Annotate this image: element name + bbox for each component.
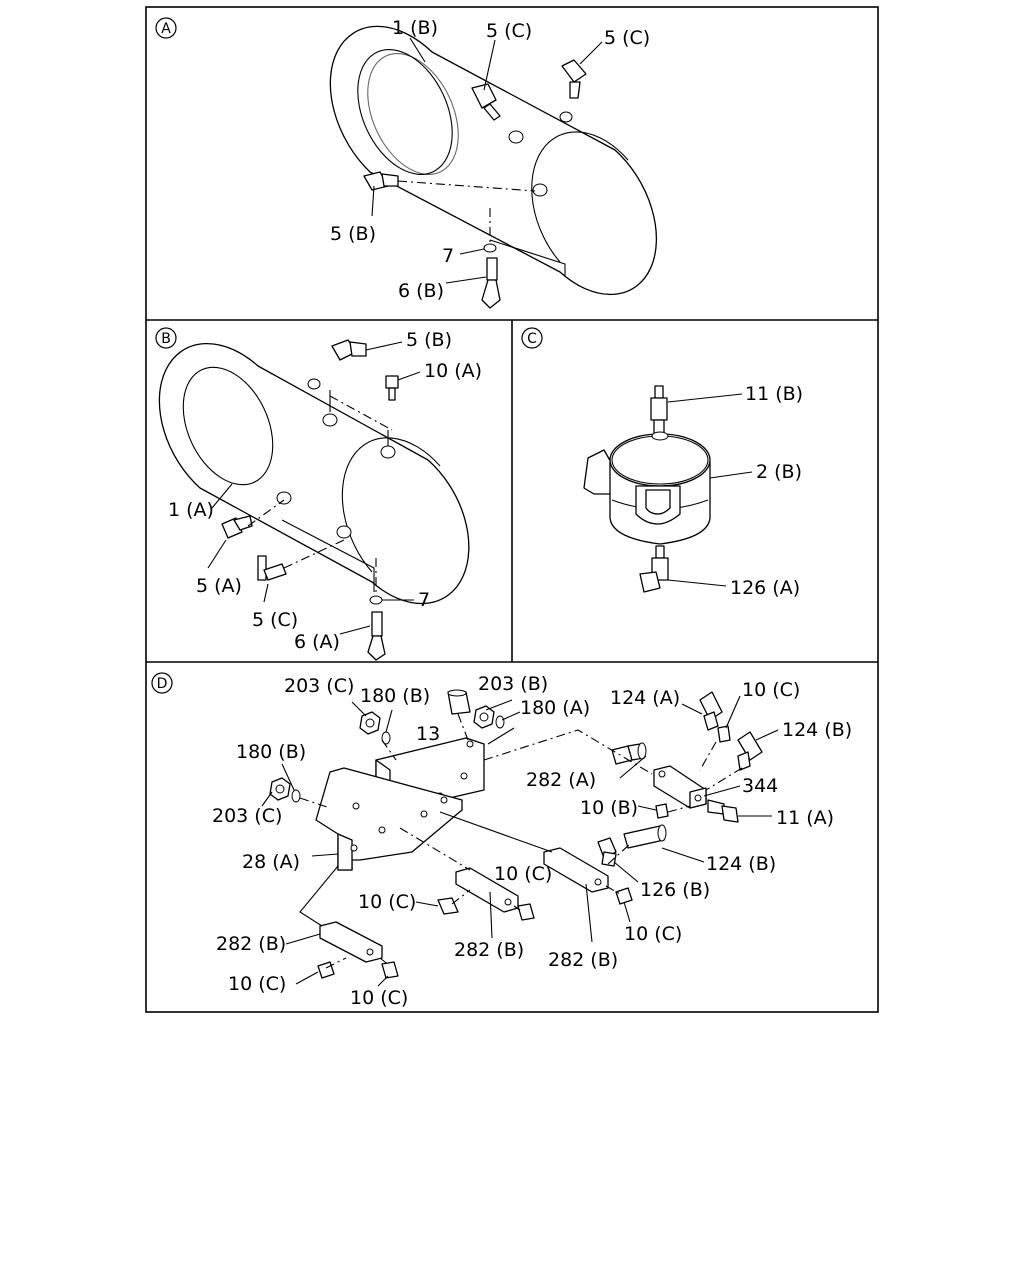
label-5a: 5 (A) [196,575,242,597]
label-10c-mid-right: 10 (C) [494,863,552,885]
label-126a: 126 (A) [730,577,800,599]
label-10c-right: 10 (C) [624,923,682,945]
block-344 [653,765,707,809]
label-282b-left: 282 (B) [216,933,286,955]
panel-a-badge: A [155,17,177,39]
label-126b: 126 (B) [640,879,710,901]
label-203c-left: 203 (C) [212,805,282,827]
plug-10c-mid-right [615,887,633,905]
elbow-5c-b [257,555,287,581]
label-13: 13 [416,723,440,745]
elbow-5b-top [331,339,367,361]
stud-13 [447,689,471,715]
diagram-frames [145,6,879,1013]
nut-203c-left [269,777,291,801]
panel-d-leaders [261,695,779,987]
elbow-126a [639,545,669,593]
elbow-5c-right [561,59,587,99]
label-203b: 203 (B) [478,673,548,695]
washer-180a [495,715,505,729]
switch-124b-mid [623,824,667,849]
panel-a-leaders [371,37,603,284]
label-180b-top: 180 (B) [360,685,430,707]
drain-valve-6b [481,257,501,309]
drain-valve-6a [367,611,386,661]
label-124b-top: 124 (B) [782,719,852,741]
label-180a: 180 (A) [520,697,590,719]
label-2b: 2 (B) [756,461,802,483]
label-11b: 11 (B) [745,383,803,405]
bolt-10a [385,375,399,401]
panel-d-badge: D [151,672,173,694]
washer-7-a [483,243,497,253]
elbow-5c-top [471,83,501,121]
label-5c-b: 5 (C) [252,609,298,631]
label-10c-top: 10 (C) [742,679,800,701]
label-7-b: 7 [418,589,430,611]
label-282b-mid: 282 (B) [454,939,524,961]
svg-text:A: A [161,21,171,37]
label-10c-mid-left: 10 (C) [358,891,416,913]
label-282b-right: 282 (B) [548,949,618,971]
label-10b: 10 (B) [580,797,638,819]
label-5b-a: 5 (B) [330,223,376,245]
label-5c-top: 5 (C) [486,20,532,42]
label-10c-bottom-right: 10 (C) [350,987,408,1009]
switch-124b-top [737,731,763,771]
panel-b-badge: B [155,327,177,349]
elbow-5b [363,171,399,191]
fitting-11a [707,799,739,823]
air-tank-1a [158,342,470,605]
label-5c-right: 5 (C) [604,27,650,49]
label-6a: 6 (A) [294,631,340,653]
label-124a: 124 (A) [610,687,680,709]
fitting-11b [650,385,668,435]
label-10a: 10 (A) [424,360,482,382]
panel-c: C 11 (B) 2 (B) 126 [521,327,803,599]
plug-10c-bottom-left [317,961,335,979]
block-282b-left [319,921,383,963]
label-6b: 6 (B) [398,280,444,302]
svg-text:D: D [157,676,168,692]
washer-7-b [369,595,383,605]
label-28a: 28 (A) [242,851,300,873]
plug-10c-top [717,725,731,743]
svg-text:B: B [161,331,171,347]
label-282a: 282 (A) [526,769,596,791]
air-tank-1b [329,25,658,296]
block-282b-right [543,847,609,893]
panel-c-badge: C [521,327,543,349]
plug-10c-bottom-right [381,961,399,979]
label-203c-top: 203 (C) [284,675,354,697]
plug-10b [655,803,669,819]
panel-d: D [151,672,852,1009]
switch-124a [699,691,723,731]
elbow-126b [597,837,617,867]
panel-b-leaders [207,341,421,635]
label-1b: 1 (B) [392,17,438,39]
bracket-28a [315,767,463,871]
label-124b-mid: 124 (B) [706,853,776,875]
label-1a: 1 (A) [168,499,214,521]
plug-10c-mid-left [437,897,459,915]
label-344: 344 [742,775,778,797]
panel-a: A [155,17,658,309]
panel-c-leaders [667,393,753,587]
svg-text:C: C [527,331,537,347]
label-11a: 11 (A) [776,807,834,829]
label-7-a: 7 [442,245,454,267]
plug-10c-right [517,903,535,921]
elbow-5a [221,515,253,539]
panel-b: B [155,327,482,661]
body-2b [583,431,711,545]
label-10c-bottom-left: 10 (C) [228,973,286,995]
label-5b-b: 5 (B) [406,329,452,351]
nut-203b [473,705,495,729]
washer-180b-left [291,789,301,803]
nut-203c-top [359,711,381,735]
label-180b-left: 180 (B) [236,741,306,763]
